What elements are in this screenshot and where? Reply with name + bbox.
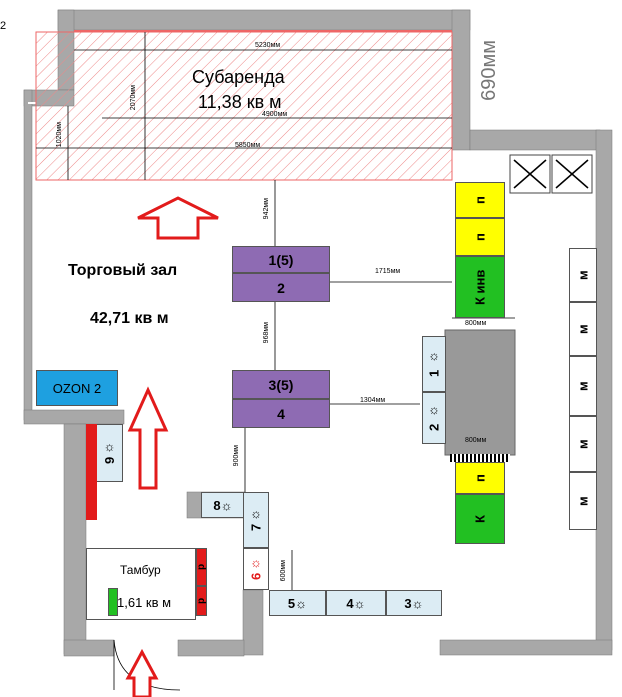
- snowflake-sun-icon: ☼: [220, 497, 233, 513]
- table-2-top: 3(5): [232, 370, 330, 399]
- shelf-k: К: [455, 494, 505, 544]
- cooler-9: 9☼: [96, 424, 123, 482]
- red-rack: [86, 424, 97, 520]
- dim-942: 942мм: [263, 198, 270, 220]
- snowflake-sun-icon: ☼: [353, 595, 366, 611]
- dim-1715: 1715мм: [375, 268, 401, 275]
- sublease-area: [35, 31, 453, 181]
- cooler-6: 6☼: [243, 548, 269, 590]
- cooler-4: 4☼: [326, 590, 386, 616]
- red-rack-r2: р: [196, 586, 207, 616]
- dim-968: 968мм: [263, 322, 270, 344]
- shelf-p-3: п: [455, 462, 505, 494]
- cooler-3: 3☼: [386, 590, 442, 616]
- snowflake-sun-icon: ☼: [102, 441, 117, 457]
- snowflake-sun-icon: ☼: [248, 557, 264, 573]
- table-1-top: 1(5): [232, 246, 330, 273]
- snowflake-sun-icon: ☼: [426, 350, 442, 366]
- snowflake-sun-icon: ☼: [426, 404, 442, 420]
- ozon-pickup-point: OZON 2: [36, 370, 118, 406]
- green-sign: [108, 588, 118, 616]
- shelf-m-5: м: [569, 472, 597, 530]
- shelf-p-1: п: [455, 182, 505, 218]
- dim-900: 900мм: [233, 445, 240, 467]
- up-arrow-icon: [127, 386, 169, 490]
- dim-800-a: 800мм: [465, 320, 487, 327]
- red-rack-r1: р: [196, 548, 207, 586]
- shelf-k-inv: К инв: [455, 256, 505, 318]
- table-2-bottom: 4: [232, 399, 330, 428]
- shelf-m-4: м: [569, 416, 597, 472]
- dim-800-b: 800мм: [465, 437, 487, 444]
- up-arrow-icon: [137, 196, 219, 240]
- dim-1020: 1020мм: [56, 122, 63, 148]
- dim-4900: 4900мм: [262, 111, 288, 118]
- snowflake-sun-icon: ☼: [295, 595, 308, 611]
- x-mark-icon: [551, 154, 593, 194]
- up-arrow-icon: [125, 648, 159, 697]
- table-1-bottom: 2: [232, 273, 330, 302]
- dim-1304: 1304мм: [360, 397, 386, 404]
- hall-area: 42,71 кв м: [90, 310, 169, 327]
- snowflake-sun-icon: ☼: [248, 508, 264, 524]
- corner-label: 2: [0, 20, 7, 32]
- ladder-marker: [450, 454, 510, 462]
- dim-690: 690мм: [478, 40, 500, 101]
- shelf-m-2: м: [569, 302, 597, 356]
- dim-5850: 5850мм: [235, 142, 261, 149]
- cooler-7: 7☼: [243, 492, 269, 548]
- dim-5230: 5230мм: [255, 42, 281, 49]
- cooler-5: 5☼: [269, 590, 326, 616]
- x-mark-icon: [509, 154, 551, 194]
- dim-600: 600мм: [280, 560, 287, 582]
- shelf-m-3: м: [569, 356, 597, 416]
- shelf-p-2: п: [455, 218, 505, 256]
- cooler-1: 1☼: [422, 336, 446, 392]
- hall-title: Торговый зал: [68, 262, 178, 279]
- sublease-title: Субаренда: [192, 67, 285, 87]
- cooler-2: 2☼: [422, 392, 446, 444]
- tambur-area: 1,61 кв м: [117, 595, 172, 610]
- dark-cabinet: [444, 329, 516, 456]
- dim-2070: 2070мм: [130, 85, 137, 111]
- sublease-area-text: 11,38 кв м: [198, 92, 282, 112]
- dimension-lines: [36, 32, 515, 590]
- tambur-room: [86, 548, 196, 620]
- snowflake-sun-icon: ☼: [411, 595, 424, 611]
- shelf-m-1: м: [569, 248, 597, 302]
- tambur-title: Тамбур: [120, 563, 161, 577]
- cooler-8: 8☼: [201, 492, 245, 518]
